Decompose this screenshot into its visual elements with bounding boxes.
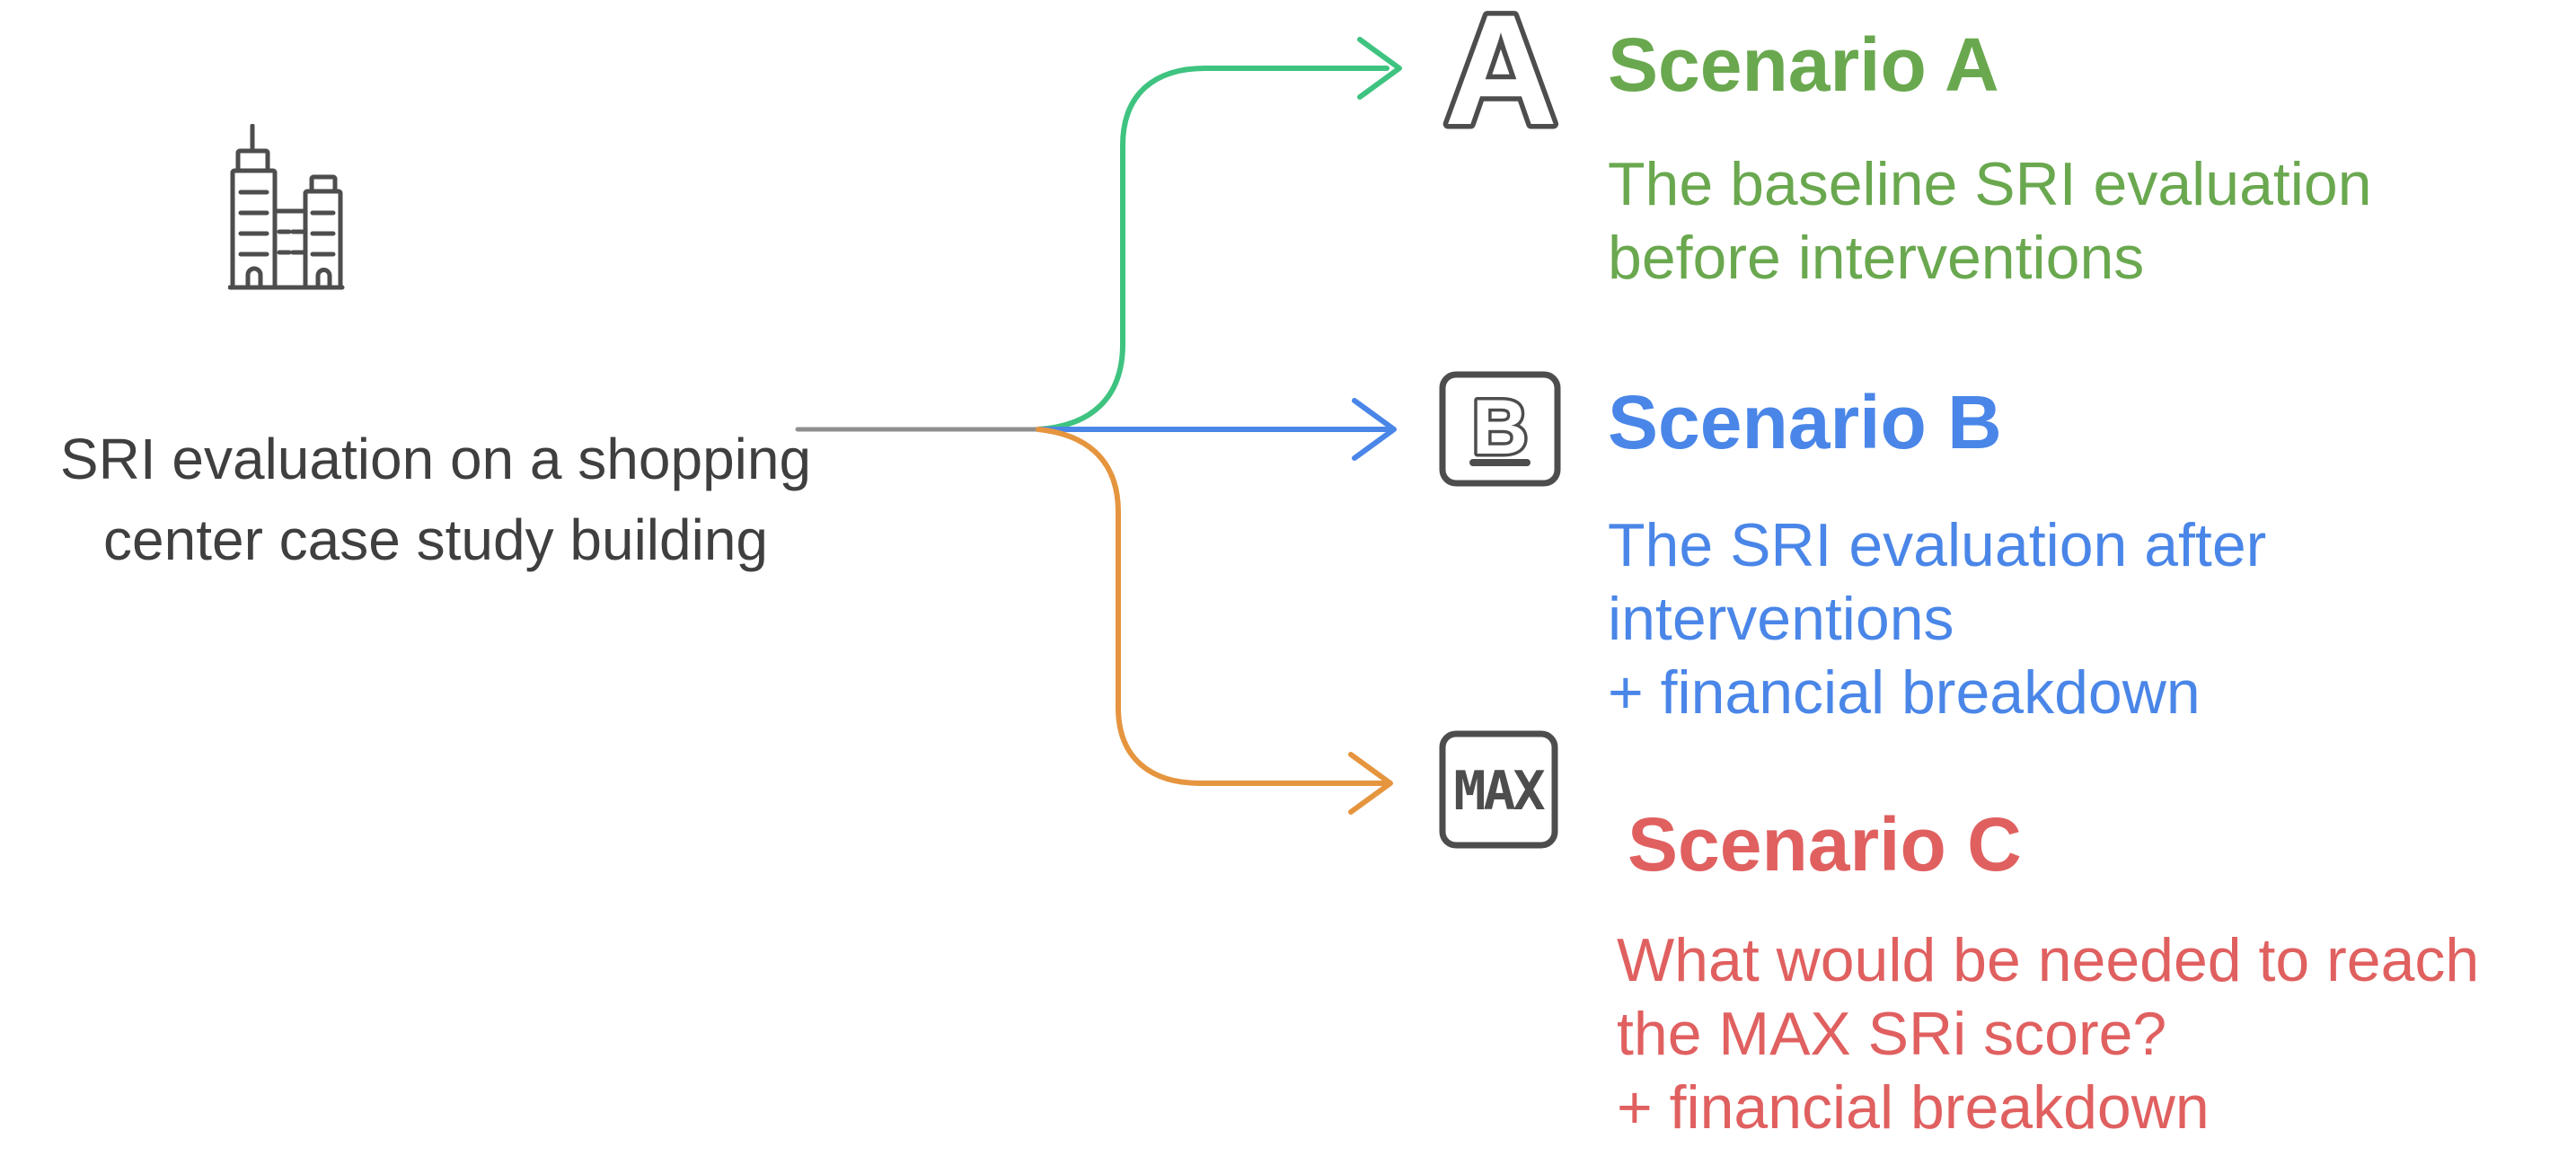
letter-a-icon: A (1439, 2, 1562, 133)
branch-b-arrowhead (1352, 398, 1397, 461)
scenario-c-desc-line-2: the MAX SRi score? (1617, 1000, 2167, 1068)
scenario-b-desc-line-1: The SRI evaluation after (1608, 511, 2267, 579)
letter-b-glyph: B (1472, 384, 1528, 471)
branch-c-arrowhead (1348, 752, 1393, 815)
scenario-c-description: What would be needed to reach the MAX SR… (1617, 923, 2479, 1144)
scenario-a-desc-line-1: The baseline SRI evaluation (1608, 150, 2372, 218)
branch-c-line (1036, 427, 1386, 786)
max-glyph: MAX (1453, 760, 1545, 823)
scenario-b-description: The SRI evaluation after interventions +… (1608, 508, 2266, 729)
scenario-c-desc-line-3: + financial breakdown (1617, 1073, 2210, 1142)
boxed-max-icon: MAX (1439, 730, 1558, 849)
branch-a-line (1036, 66, 1389, 432)
scenario-b-desc-line-2: interventions (1608, 585, 1954, 653)
scenario-a-desc-line-2: before interventions (1608, 224, 2145, 292)
scenario-a-title: Scenario A (1608, 22, 1999, 107)
root-label-line-2: center case study building (103, 507, 768, 572)
root-label: SRI evaluation on a shopping center case… (9, 419, 862, 580)
scenario-c-title: Scenario C (1628, 802, 2022, 887)
letter-a-glyph: A (1444, 2, 1557, 133)
root-label-line-1: SRI evaluation on a shopping (59, 427, 812, 491)
branch-a-arrowhead (1357, 37, 1402, 100)
scenario-c-desc-line-1: What would be needed to reach (1617, 926, 2480, 994)
scenario-b-desc-line-3: + financial breakdown (1608, 658, 2201, 727)
scenario-a-description: The baseline SRI evaluation before inter… (1608, 147, 2372, 295)
boxed-letter-b-icon: B (1439, 371, 1561, 487)
building-icon (228, 124, 345, 290)
scenario-b-title: Scenario B (1608, 380, 2002, 464)
